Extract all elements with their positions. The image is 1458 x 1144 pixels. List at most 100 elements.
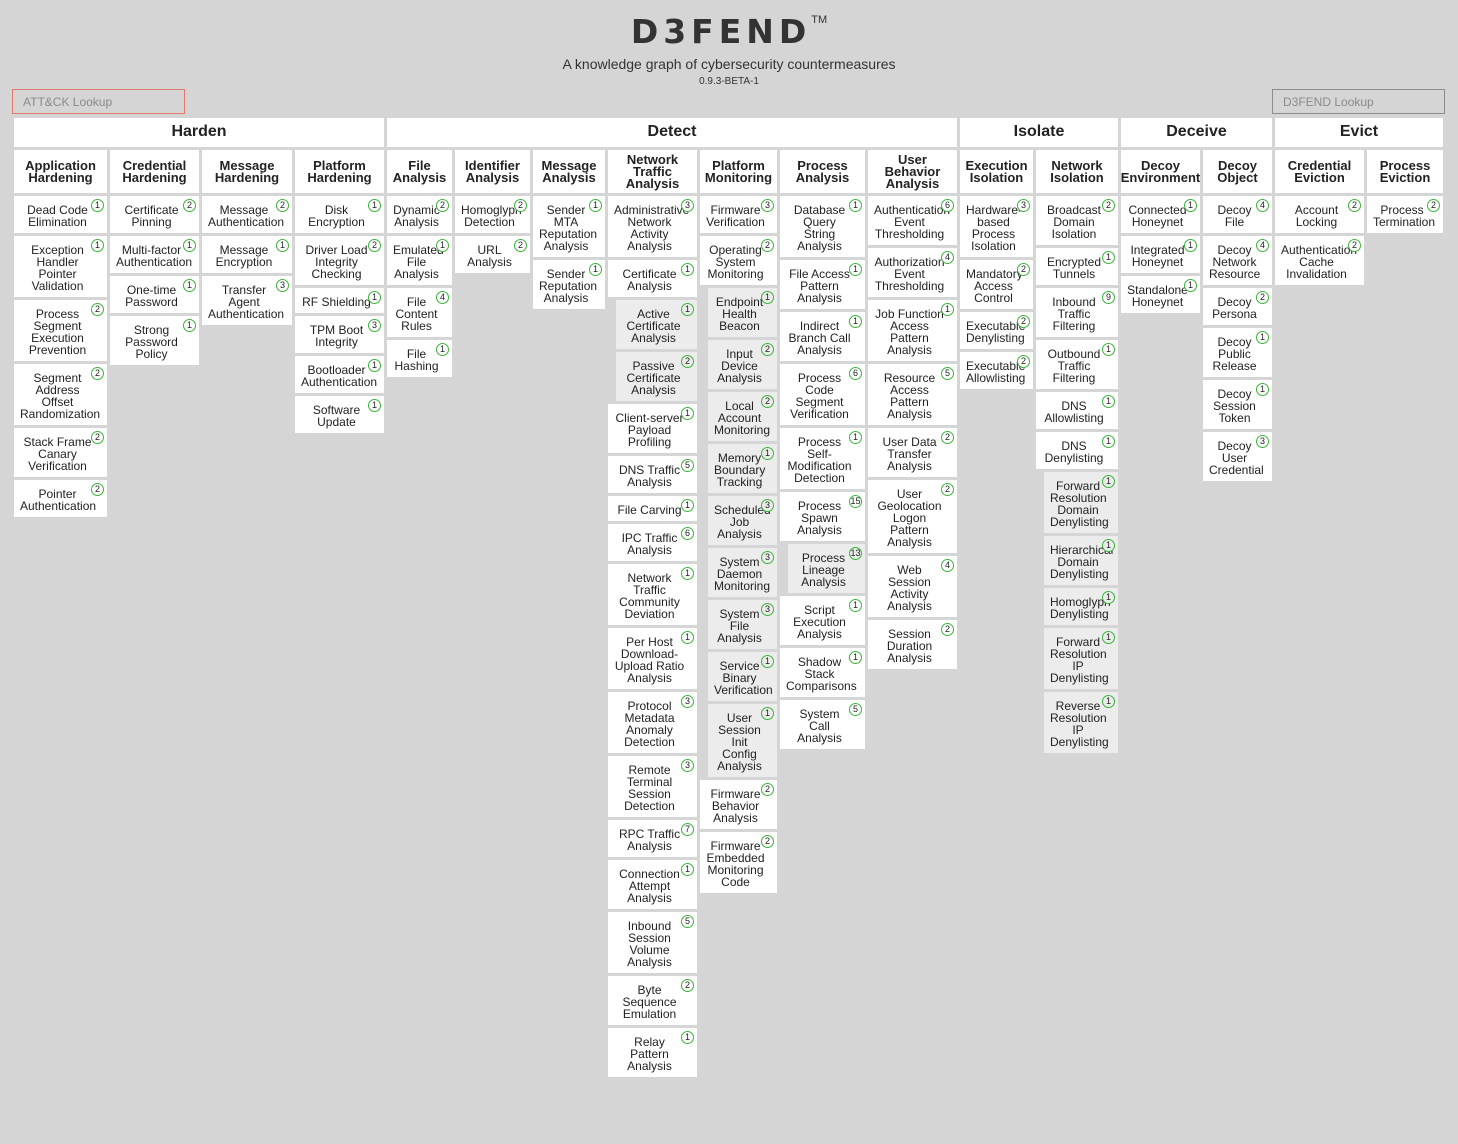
- column-header[interactable]: Platform Hardening: [295, 150, 384, 193]
- column-header[interactable]: Credential Eviction: [1275, 150, 1364, 193]
- tactic-isolate[interactable]: Isolate: [960, 118, 1118, 147]
- column-header[interactable]: User Behavior Analysis: [868, 150, 957, 193]
- column-header[interactable]: Network Isolation: [1036, 150, 1118, 193]
- column-header[interactable]: Message Hardening: [202, 150, 292, 193]
- column-header[interactable]: File Analysis: [387, 150, 452, 193]
- column-header[interactable]: Process Analysis: [780, 150, 865, 193]
- attack-lookup-input[interactable]: [12, 89, 185, 114]
- technique-administrative-network-activity-analysis[interactable]: Administrative Network Activity Analysis…: [608, 196, 697, 257]
- tactic-detect[interactable]: Detect: [387, 118, 957, 147]
- technique-per-host-download-upload-ratio-analysis[interactable]: Per Host Download- Upload Ratio Analysis…: [608, 628, 697, 689]
- column-header[interactable]: Decoy Environment: [1121, 150, 1200, 193]
- column-header[interactable]: Process Eviction: [1367, 150, 1443, 193]
- column-header[interactable]: Execution Isolation: [960, 150, 1033, 193]
- column-header[interactable]: Identifier Analysis: [455, 150, 530, 193]
- column-header[interactable]: Application Hardening: [14, 150, 107, 193]
- column-header[interactable]: Message Analysis: [533, 150, 605, 193]
- column-header[interactable]: Decoy Object: [1203, 150, 1272, 193]
- tactic-harden[interactable]: Harden: [14, 118, 384, 147]
- d3fend-lookup-input[interactable]: [1272, 89, 1445, 114]
- column-header[interactable]: Platform Monitoring: [700, 150, 777, 193]
